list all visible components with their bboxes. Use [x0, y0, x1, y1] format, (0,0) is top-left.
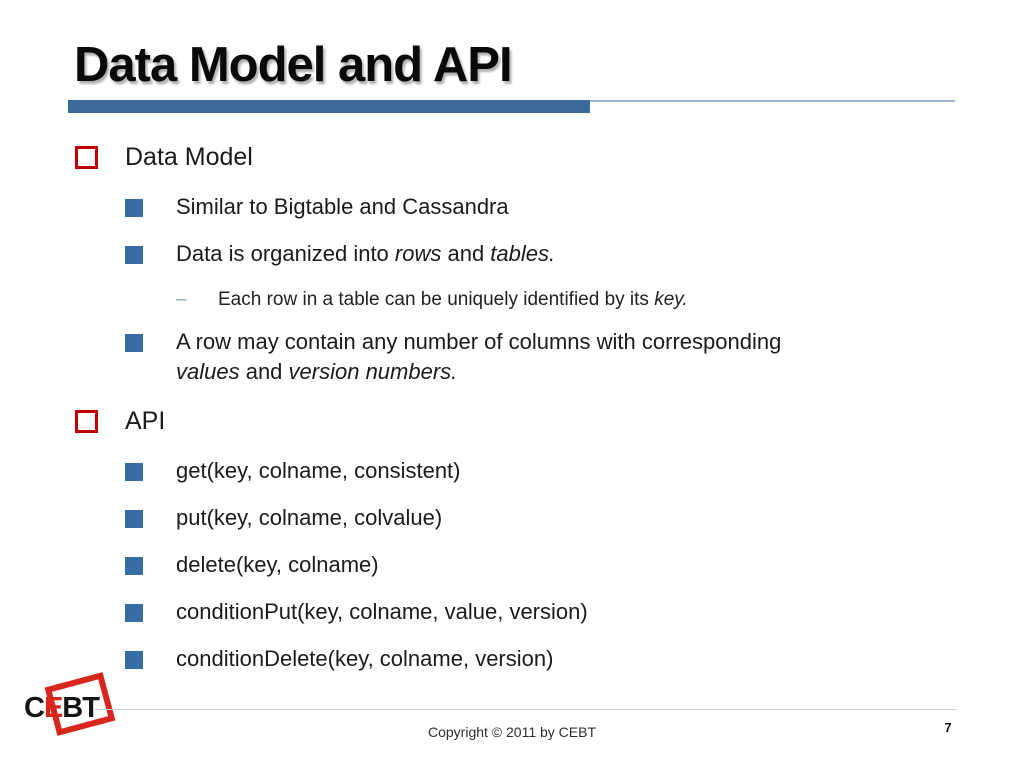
bullet-text: A row may contain any number of columns …: [176, 327, 781, 387]
bullet-text: put(key, colname, colvalue): [176, 503, 442, 533]
bullet-item-level-3: – Each row in a table can be uniquely ide…: [0, 286, 1024, 313]
bullet-text: Data Model: [125, 140, 253, 174]
text-run: get(key, colname, consistent): [176, 458, 461, 483]
italic-text-run: rows: [394, 241, 442, 266]
title-underline-blue-bar: [68, 100, 590, 113]
bullet-text: Each row in a table can be uniquely iden…: [218, 286, 688, 313]
bullet-item-level-2: Similar to Bigtable and Cassandra: [0, 192, 1024, 222]
italic-text-run: key.: [654, 289, 688, 310]
bullet-text: get(key, colname, consistent): [176, 456, 461, 486]
dash-bullet-icon: –: [176, 289, 187, 310]
bullet-text: conditionDelete(key, colname, version): [176, 644, 553, 674]
blue-square-bullet-icon: [125, 463, 143, 481]
italic-text-run: tables.: [490, 241, 556, 266]
blue-square-bullet-icon: [125, 334, 143, 352]
bullet-text: conditionPut(key, colname, value, versio…: [176, 597, 588, 627]
bullet-item-level-1: Data Model: [0, 140, 1024, 174]
italic-text-run: values: [176, 359, 240, 384]
bullet-item-level-2: A row may contain any number of columns …: [0, 327, 1024, 387]
slide-title: Data Model and API: [74, 38, 513, 92]
logo-letter: B: [62, 692, 83, 724]
text-run: and: [441, 241, 491, 266]
bullet-text: Data is organized into rows and tables.: [176, 239, 555, 269]
bullet-item-level-1: API: [0, 404, 1024, 438]
blue-square-bullet-icon: [125, 510, 143, 528]
logo-text: CEBT: [24, 692, 100, 725]
bullet-item-level-2: conditionDelete(key, colname, version): [0, 644, 1024, 674]
bullet-text: delete(key, colname): [176, 550, 379, 580]
text-run: Similar to Bigtable and Cassandra: [176, 194, 509, 219]
bullet-item-level-2: put(key, colname, colvalue): [0, 503, 1024, 533]
text-run: conditionPut(key, colname, value, versio…: [176, 599, 588, 624]
text-run: and: [239, 359, 289, 384]
blue-square-bullet-icon: [125, 246, 143, 264]
blue-square-bullet-icon: [125, 604, 143, 622]
text-run: API: [125, 407, 166, 435]
page-number: 7: [944, 720, 952, 735]
text-run: A row may contain any number of columns …: [176, 329, 782, 354]
logo-letter: E: [43, 692, 63, 724]
red-square-bullet-icon: [75, 146, 98, 169]
footer-divider: [95, 709, 956, 710]
logo-letter: T: [82, 692, 100, 724]
text-run: delete(key, colname): [176, 552, 379, 577]
text-run: Each row in a table can be uniquely iden…: [218, 289, 655, 310]
bullet-text: API: [125, 404, 165, 438]
copyright-text: Copyright © 2011 by CEBT: [427, 724, 597, 740]
blue-square-bullet-icon: [125, 651, 143, 669]
blue-square-bullet-icon: [125, 557, 143, 575]
text-run: Data Model: [125, 143, 253, 171]
italic-text-run: version numbers.: [288, 359, 458, 384]
bullet-item-level-2: get(key, colname, consistent): [0, 456, 1024, 486]
blue-square-bullet-icon: [125, 199, 143, 217]
cebt-logo: CEBT: [16, 670, 116, 754]
bullet-item-level-2: conditionPut(key, colname, value, versio…: [0, 597, 1024, 627]
bullet-text: Similar to Bigtable and Cassandra: [176, 192, 509, 222]
red-square-bullet-icon: [75, 410, 98, 433]
bullet-item-level-2: Data is organized into rows and tables.: [0, 239, 1024, 269]
bullet-item-level-2: delete(key, colname): [0, 550, 1024, 580]
text-run: Data is organized into: [176, 241, 395, 266]
text-run: conditionDelete(key, colname, version): [176, 646, 554, 671]
logo-letter: C: [24, 692, 45, 724]
text-run: put(key, colname, colvalue): [176, 505, 443, 530]
